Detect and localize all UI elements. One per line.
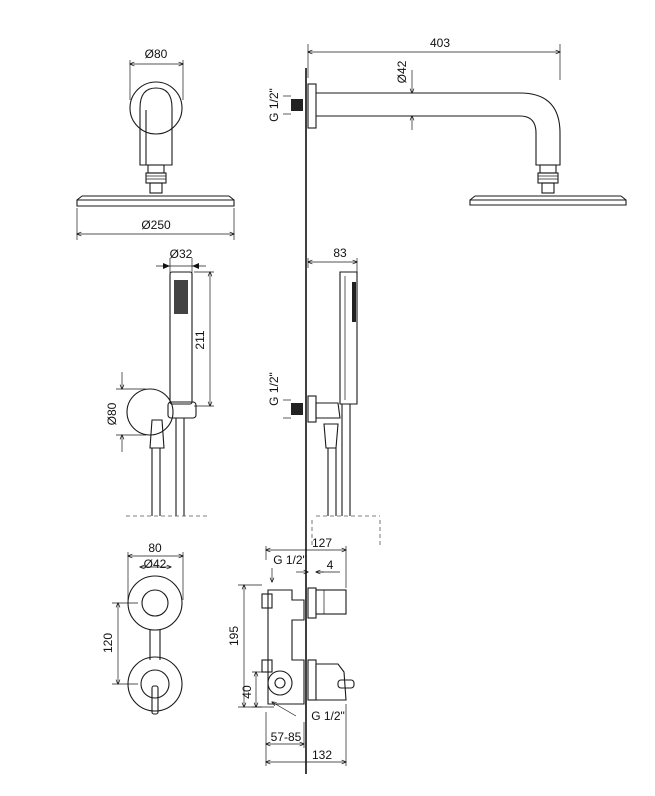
- height-label: 195: [227, 626, 241, 646]
- holder-dia-label: Ø80: [105, 402, 119, 425]
- mixer-side-view: 127 G 1/2" 4 195 40 G 1/2" 57-85: [227, 520, 381, 766]
- height-low-label: 40: [240, 685, 254, 699]
- mixer-lever: [151, 685, 159, 715]
- mixer-front-view: 80 Ø42 120: [101, 541, 183, 715]
- spray-nozzle-grid: [174, 280, 188, 314]
- shower-arm-front: [139, 87, 173, 166]
- shower-arm-side: [316, 92, 561, 166]
- mixer-lever-hub: [140, 669, 170, 699]
- hand-thread-label: G 1/2": [267, 372, 281, 406]
- hand-shower-front-view: Ø32 211 Ø80: [105, 247, 214, 517]
- head-dia-label: Ø250: [141, 218, 171, 232]
- diverter-knob-side: [315, 589, 347, 615]
- thread-connector-top: [291, 99, 303, 111]
- wall-rose-side: [307, 83, 317, 129]
- concealed-body: [267, 589, 305, 705]
- wall-rose-circle: [129, 81, 183, 135]
- shower-head-plate: [76, 199, 235, 207]
- thread-top-label: G 1/2": [273, 553, 307, 567]
- overhead-thread-label: G 1/2": [267, 88, 281, 122]
- handle-dia-label: Ø32: [170, 247, 193, 261]
- arm-dia-label: Ø42: [395, 60, 409, 83]
- spacing-label: 120: [101, 633, 115, 653]
- overhead-shower-side-view: 403 G 1/2" Ø42: [267, 36, 627, 206]
- mixer-handle-side: [315, 663, 347, 701]
- rose-dia-label: Ø80: [145, 47, 168, 61]
- overhead-shower-front-view: Ø80 Ø250: [76, 47, 235, 240]
- reach-label: 403: [430, 36, 450, 50]
- width-label: 80: [148, 541, 162, 555]
- holder-rose-circle: [126, 388, 174, 436]
- offset-label: 83: [333, 246, 347, 260]
- install-depth-label: 57-85: [271, 730, 302, 744]
- hand-shower-side-body: [339, 271, 358, 405]
- rose-dia-label: Ø42: [144, 557, 167, 571]
- rose-depth-label: 4: [327, 558, 334, 572]
- thread-connector-hand: [291, 403, 303, 415]
- diverter-knob: [141, 589, 169, 617]
- mixer-cartridge: [267, 670, 293, 696]
- depth-top-label: 127: [312, 536, 332, 550]
- hand-shower-side-view: 83 G 1/2": [267, 246, 380, 517]
- thread-bottom-label: G 1/2": [311, 709, 345, 723]
- length-label: 211: [193, 330, 207, 349]
- shower-head-side: [469, 199, 627, 206]
- depth-bottom-label: 132: [312, 748, 332, 762]
- hand-shower-body: [169, 271, 193, 405]
